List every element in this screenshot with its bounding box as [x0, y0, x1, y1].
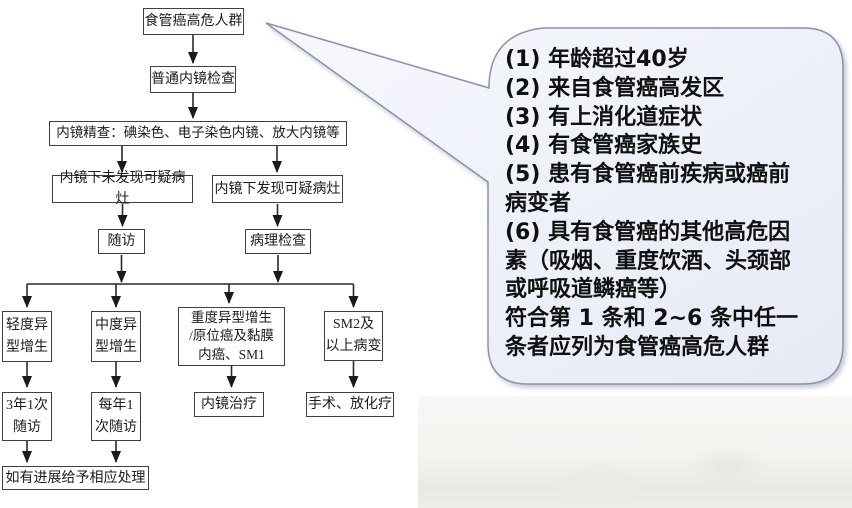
node-severe-dysplasia-sm1: 重度异型增生 /原位癌及黏膜 内癌、SM1	[178, 307, 285, 366]
callout-summary: 符合第 1 条和 2~6 条中任一 条者应列为食管癌高危人群	[505, 306, 798, 360]
node-endoscopic-therapy: 内镜治疗	[194, 392, 264, 417]
node-follow-up-annual: 每年1 次随访	[91, 392, 141, 441]
node-lesion-found: 内镜下发现可疑病灶	[212, 175, 343, 203]
callout-item-1: (1) 年龄超过40岁	[505, 47, 689, 72]
callout-item-3: (3) 有上消化道症状	[505, 104, 703, 130]
faded-background-image	[418, 396, 852, 508]
node-surgery-chemoradiation: 手术、放化疗	[306, 392, 394, 417]
node-follow-up-3yr: 3年1次 随访	[2, 392, 52, 441]
node-routine-endoscopy: 普通内镜检查	[150, 66, 236, 93]
node-refined-endoscopy: 内镜精查：碘染色、电子染色内镜、放大内镜等	[49, 121, 347, 146]
node-progression-handling: 如有进展给予相应处理	[2, 466, 149, 490]
callout-item-2: (2) 来自食管癌高发区	[505, 75, 725, 101]
callout-item-4: (4) 有食管癌家族史	[505, 133, 703, 159]
callout-item-6: (6) 具有食管癌的其他高危因 素（吸烟、重度饮酒、头颈部 或呼吸道鳞癌等）	[505, 219, 792, 303]
node-mild-dysplasia: 轻度异 型增生	[2, 311, 52, 362]
node-high-risk-group: 食管癌高危人群	[143, 8, 244, 35]
callout-item-5: (5) 患有食管癌前疾病或癌前 病变者	[505, 162, 791, 216]
flow-arrows	[22, 35, 359, 463]
node-moderate-dysplasia: 中度异 型增生	[91, 311, 141, 362]
node-pathology-exam: 病理检查	[245, 229, 311, 254]
speech-bubble	[265, 22, 844, 385]
callout-criteria-list: (1) 年龄超过40岁 (2) 来自食管癌高发区 (3) 有上消化道症状 (4)…	[505, 46, 841, 363]
node-follow-up: 随访	[98, 229, 145, 254]
node-no-lesion-found: 内镜下未发现可疑病灶	[52, 171, 193, 207]
node-sm2-above: SM2及 以上病变	[324, 311, 383, 361]
